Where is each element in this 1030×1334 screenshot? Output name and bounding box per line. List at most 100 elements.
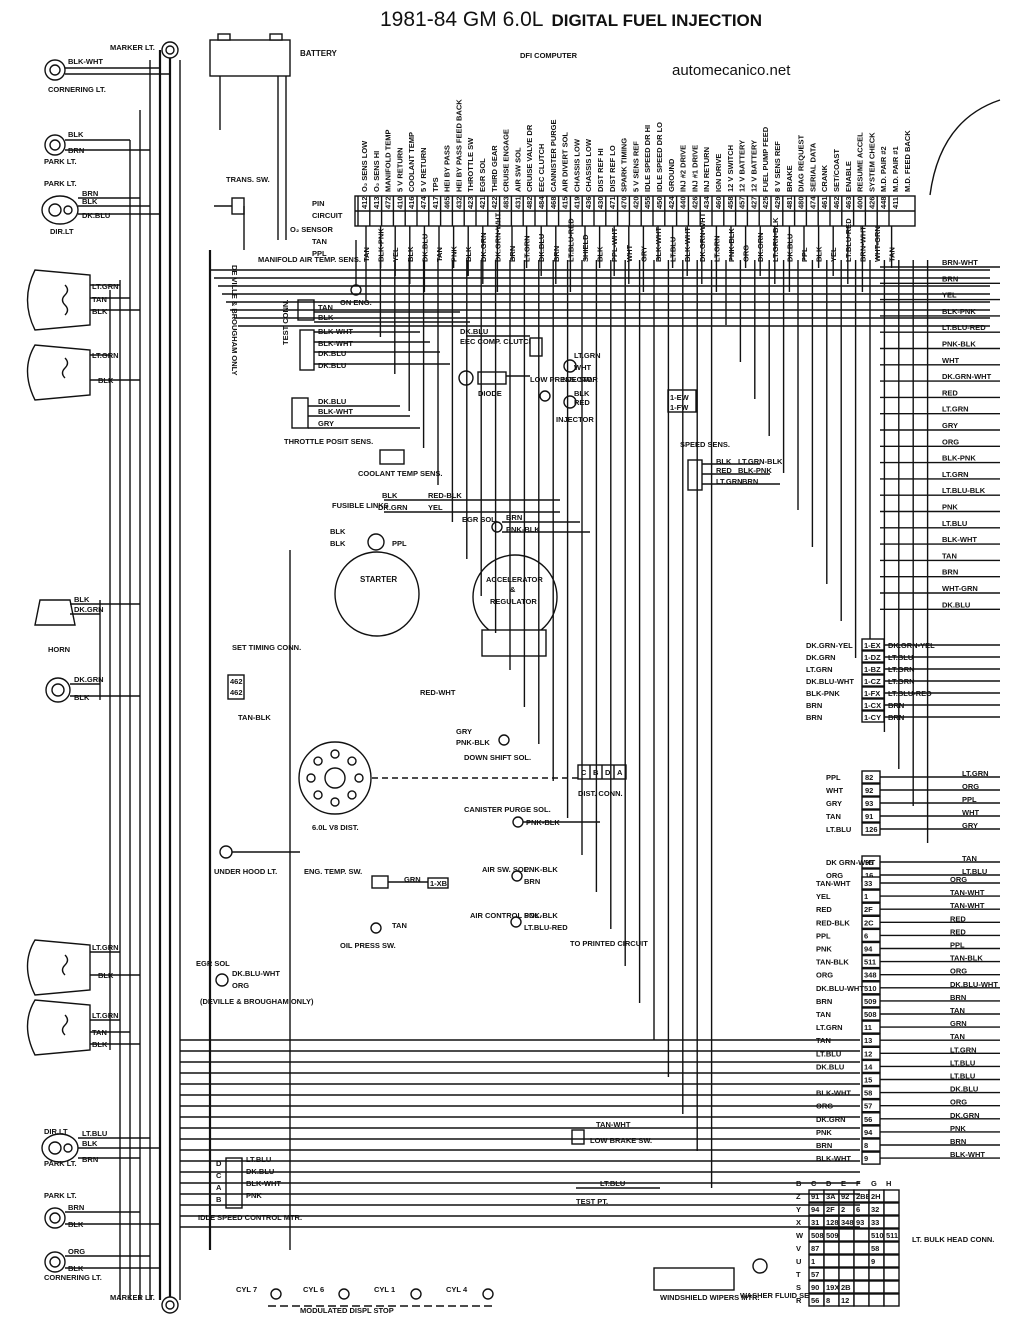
bulk-wire-out: TAN-WHT [950,888,985,897]
label-deville: DE VILLE & BROUGHAM ONLY [230,265,239,376]
pin-number: 458 [726,196,735,209]
right-wire-label: WHT [942,356,959,365]
top-wire-label: LT.BLU [669,237,678,262]
top-wire-label: DK.GRN-WHT [698,212,707,262]
grid-cell [883,1241,900,1255]
svg-text:BLK-WHT: BLK-WHT [318,407,353,416]
bulk-wire-in: BRN [816,1141,832,1150]
park-light-1 [44,134,150,156]
svg-text:BLK: BLK [716,457,732,466]
circuit-label: CANNISTER PURGE [549,119,558,192]
pin-number: 426 [867,196,876,209]
svg-text:GRN: GRN [404,875,421,884]
grid-label: 348 [841,1218,854,1227]
svg-text:BLK: BLK [330,527,346,536]
headlamp-3 [26,939,140,996]
pin-number: 484 [537,196,546,209]
right-wire-label: TAN [942,551,957,560]
circuit-label: EEC CLUTCH [537,144,546,192]
bulk-pin-label: 58 [864,1089,872,1098]
svg-text:UNDER HOOD LT.: UNDER HOOD LT. [214,867,277,876]
top-wire-label: BLK [596,246,605,262]
bulk-wire-out: LT.BLU [950,1072,975,1081]
circuit-label: 12 V SWITCH [726,145,735,192]
grid-cell [868,1280,885,1294]
svg-text:BRN: BRN [506,513,522,522]
right-wire-label: LT.GRN [942,405,969,414]
grid-label: 2B [841,1283,851,1292]
grid-label: 128 [826,1218,839,1227]
svg-text:INJECTOR: INJECTOR [560,375,598,384]
bulk-pin-label: 13 [864,1036,872,1045]
pin-number: 457 [738,196,747,209]
grid-label: 3A [826,1192,836,1201]
pin-number: 410 [395,196,404,209]
grid-cell [883,1202,900,1216]
bulk-wire-in: GRY [826,799,842,808]
top-wire-label: PNK [450,246,459,262]
conn-wire-in: BRN [806,701,822,710]
bulk-pin-label: 33 [864,879,872,888]
svg-text:DIODE: DIODE [478,389,502,398]
svg-text:BLK: BLK [92,307,108,316]
headlamp-1 [26,269,140,331]
svg-text:REGULATOR: REGULATOR [490,597,537,606]
svg-text:TRANS. SW.: TRANS. SW. [226,175,270,184]
right-wire-label: PNK [942,503,958,512]
svg-text:WASHER FLUID SENS.: WASHER FLUID SENS. [740,1291,822,1300]
circuit-label: THIRD GEAR [490,145,499,192]
pin-number: 448 [879,196,888,209]
svg-text:THROTTLE POSIT SENS.: THROTTLE POSIT SENS. [284,437,373,446]
pin-number: 471 [608,196,617,209]
svg-text:RED-BLK: RED-BLK [428,491,462,500]
svg-text:OIL PRESS SW.: OIL PRESS SW. [340,941,396,950]
svg-text:BLK-WHT: BLK-WHT [318,339,353,348]
bulk-pin-label: 2C [864,918,874,927]
dist-terminal [347,756,357,766]
circuit-label: CRANK [820,164,829,192]
grid-label: 12 [841,1296,849,1305]
grid-label: 19X [826,1283,839,1292]
svg-text:PNK-BLK: PNK-BLK [506,525,540,534]
pin-number: 419 [572,196,581,209]
svg-text:TAN: TAN [92,295,107,304]
top-wire-label: DK.BLU [537,234,546,262]
svg-text:DOWN SHIFT SOL.: DOWN SHIFT SOL. [464,753,531,762]
svg-text:SET TIMING CONN.: SET TIMING CONN. [232,643,301,652]
conn-pin-label: 1-FX [864,689,880,698]
right-wire-label: PNK-BLK [942,340,976,349]
pin-number: 450 [655,196,664,209]
svg-text:BLK: BLK [98,376,114,385]
bulk-wire-in: DK.BLU [816,1062,844,1071]
dist-terminal [347,790,357,800]
conn-pin-label: 1-CZ [864,677,881,686]
oil-press-switch: TAN OIL PRESS SW. [340,921,407,950]
grid-cell [883,1254,900,1268]
bulk-wire-in: BLK-WHT [816,1154,851,1163]
bulk-pin-label: 509 [864,997,877,1006]
svg-text:&: & [510,585,516,594]
svg-text:TAN-BLK: TAN-BLK [238,713,271,722]
grid-label: 2H [871,1192,881,1201]
svg-text:PNK-BLK: PNK-BLK [524,865,558,874]
circuit-label: DIST REF HI [596,148,605,192]
pin-number: 472 [384,196,393,209]
bulk-wire-in: BRN [816,997,832,1006]
svg-text:D: D [216,1159,222,1168]
top-wire-label: BLK-WHT [683,227,692,262]
marker-light-top [44,41,179,81]
horn-2 [45,677,140,703]
circuit-label: SERIAL DATA [808,142,817,192]
dir-light-bottom [41,1133,160,1163]
svg-text:BLK: BLK [68,130,84,139]
injectors: LOW PRESS. SW. INJECTOR LT.GRN WHT BLK R… [530,351,697,424]
conn-wire-in: DK.GRN [806,653,836,662]
svg-text:B: B [216,1195,222,1204]
top-wire-label: LT.BLU-RED [844,218,853,262]
svg-text:BLK-WHT: BLK-WHT [68,57,103,66]
bulk-pin-label: 2F [864,905,873,914]
top-wire-label: TAN [888,247,897,262]
svg-text:C: C [216,1171,222,1180]
grid-label: 58 [871,1244,879,1253]
